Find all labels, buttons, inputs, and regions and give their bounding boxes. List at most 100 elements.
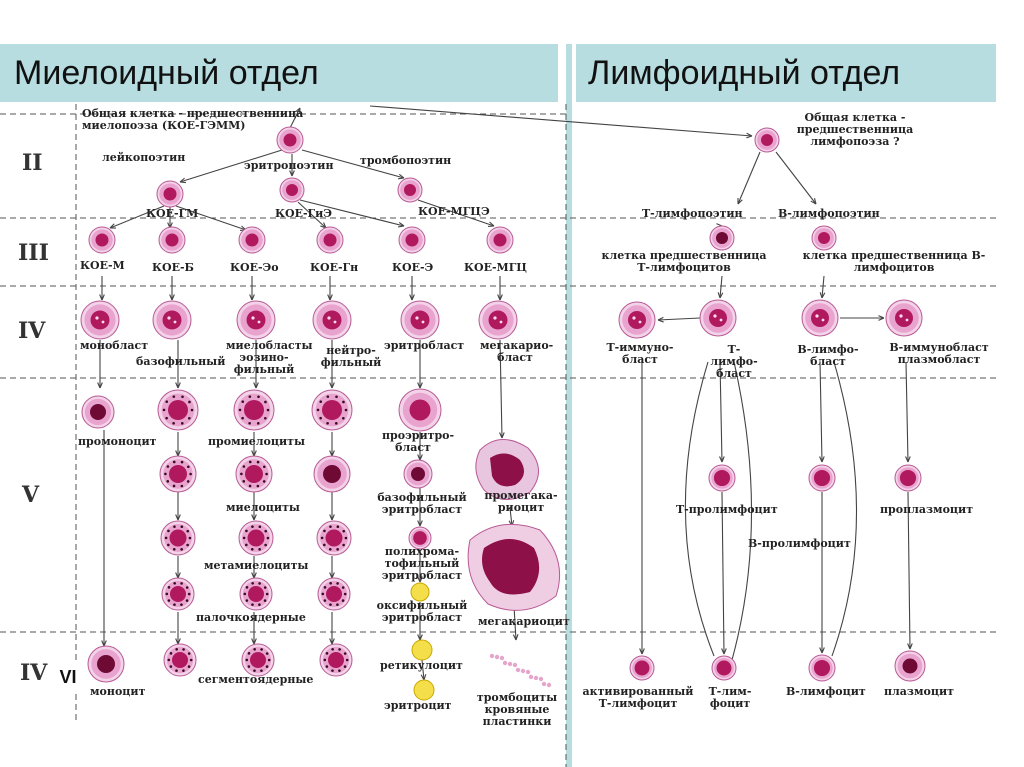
label-erythroblast: эритробласт: [384, 339, 465, 352]
arrow-head: [717, 292, 724, 299]
arrow-head: [329, 382, 335, 389]
cell-myelocyte-e: [235, 455, 273, 493]
platelet-dot: [507, 661, 513, 667]
label-activated-t: активированный Т-лимфоцит: [582, 685, 694, 710]
platelet-dot: [538, 676, 544, 682]
label-megakaryoblast: мегакарио-бласт: [480, 339, 554, 364]
arrow-head: [329, 450, 335, 457]
label-b-lymphopoietin: В-лимфопоэтин: [778, 207, 880, 220]
arrow-head: [907, 643, 913, 650]
platelet-dot: [520, 668, 526, 674]
label-t-lymphocyte: Т-лим-фоцит: [708, 685, 752, 710]
cell-b-prolymphocyte: [808, 464, 836, 492]
arrow-head: [251, 638, 257, 645]
platelet-dot: [528, 674, 534, 680]
arrow-head: [97, 382, 103, 389]
arrow-head: [251, 572, 257, 579]
arrow-head: [175, 572, 181, 579]
cell-myelocyte-b: [159, 455, 197, 493]
flow-curve: [684, 361, 715, 657]
row-label-iii: III: [18, 240, 49, 266]
label-koe-gn: КОЕ-Гн: [310, 261, 359, 274]
cell-seg-e: [241, 643, 275, 677]
arrow-head: [253, 382, 259, 389]
arrow-head: [878, 315, 885, 321]
label-b-lymphocyte: В-лимфоцит: [786, 685, 866, 698]
row-label-vi: IV: [20, 660, 48, 686]
label-monoblast: монобласт: [80, 339, 149, 352]
flow-arrow: [657, 317, 701, 321]
arrow-head: [295, 107, 301, 115]
platelet-dot: [489, 653, 495, 659]
flow-arrow: [905, 361, 909, 463]
arrow-head: [417, 520, 423, 527]
arrow-head: [99, 294, 105, 301]
cell-promonocyte: [81, 395, 115, 429]
arrow-head: [169, 294, 175, 301]
label-segmented: сегментоядерные: [198, 673, 314, 686]
flow-arrow: [907, 491, 911, 650]
arrow-head: [329, 572, 335, 579]
cell-proerythroblast: [398, 388, 442, 432]
flow-arrow: [719, 275, 723, 299]
label-metamyelocytes: метамиелоциты: [204, 559, 309, 572]
cell-metamyelocyte-n: [316, 520, 352, 556]
arrow-head: [179, 177, 187, 184]
cell-reticulocyte: [411, 639, 433, 661]
label-basophilic: базофильный: [136, 355, 226, 368]
label-myelocytes: миелоциты: [226, 501, 300, 514]
label-oxyphil: оксифильный эритробласт: [376, 599, 468, 624]
cell-blast-1: [152, 300, 192, 340]
label-monocyte: моноцит: [90, 685, 146, 698]
arrow-head: [417, 576, 423, 583]
platelet-dot: [512, 662, 518, 668]
cell-eos-promyelocyte: [233, 389, 275, 431]
label-lymphoid-stem: Общая клетка - предшественница лимфопоэз…: [796, 111, 914, 148]
cell-b-lymphoblast: [801, 299, 839, 337]
flow-arrow: [301, 149, 405, 179]
label-polychromatophilic: полихрома-тофильный эритробласт: [381, 545, 463, 582]
arrow-head: [639, 648, 645, 655]
arrow-head: [819, 456, 825, 463]
flow-arrow: [421, 659, 425, 681]
cell-metamyelocyte-e: [238, 520, 274, 556]
cell-band-e: [239, 577, 273, 611]
flow-arrow: [289, 107, 301, 129]
label-t-immunoblast: Т-иммуно-бласт: [606, 341, 674, 366]
arrow-head: [417, 634, 423, 641]
label-koe-gm: КОЕ-ГМ: [146, 207, 199, 220]
arrow-head: [289, 170, 295, 177]
flow-arrow: [109, 205, 165, 229]
platelet-dot: [499, 655, 505, 661]
label-koe-e: КОЕ-Э: [392, 261, 434, 274]
label-koe-b: КОЕ-Б: [152, 261, 194, 274]
cell-koe-2: [238, 226, 266, 254]
arrow-head: [810, 198, 817, 205]
label-koe-eo: КОЕ-Эо: [230, 261, 279, 274]
cell-blast-4: [400, 300, 440, 340]
cell-activated-t: [629, 655, 655, 681]
cell-koe-gemm: [276, 126, 304, 154]
cell-band-b: [161, 577, 195, 611]
label-myeloid-stem: Общая клетка - предшественница миелопоэз…: [82, 107, 304, 132]
flow-arrow: [369, 105, 753, 137]
cell-blast-0: [80, 300, 120, 340]
flow-curve: [831, 361, 858, 657]
flow-arrow: [719, 361, 723, 463]
arrow-head: [499, 432, 505, 439]
label-b-prolymphocyte: В-пролимфоцит: [748, 537, 851, 550]
cell-b-lymphocyte: [808, 654, 836, 682]
label-neutrophilic: нейтро-фильный: [320, 344, 382, 369]
cell-neut-promyelocyte: [311, 389, 353, 431]
arrow-head: [175, 514, 181, 521]
cell-polychrom: [408, 526, 432, 550]
arrow-head: [719, 456, 725, 463]
row-label-vi-overlay: VI: [52, 664, 84, 690]
flow-arrow: [821, 275, 825, 299]
cell-lymph-stem: [754, 127, 780, 153]
cell-koe-gie: [279, 177, 305, 203]
label-erythropoietin: эритропоэтин: [244, 159, 334, 172]
label-thrombopoietin: тромбопоэтин: [360, 154, 452, 167]
platelet-dot: [546, 682, 552, 688]
